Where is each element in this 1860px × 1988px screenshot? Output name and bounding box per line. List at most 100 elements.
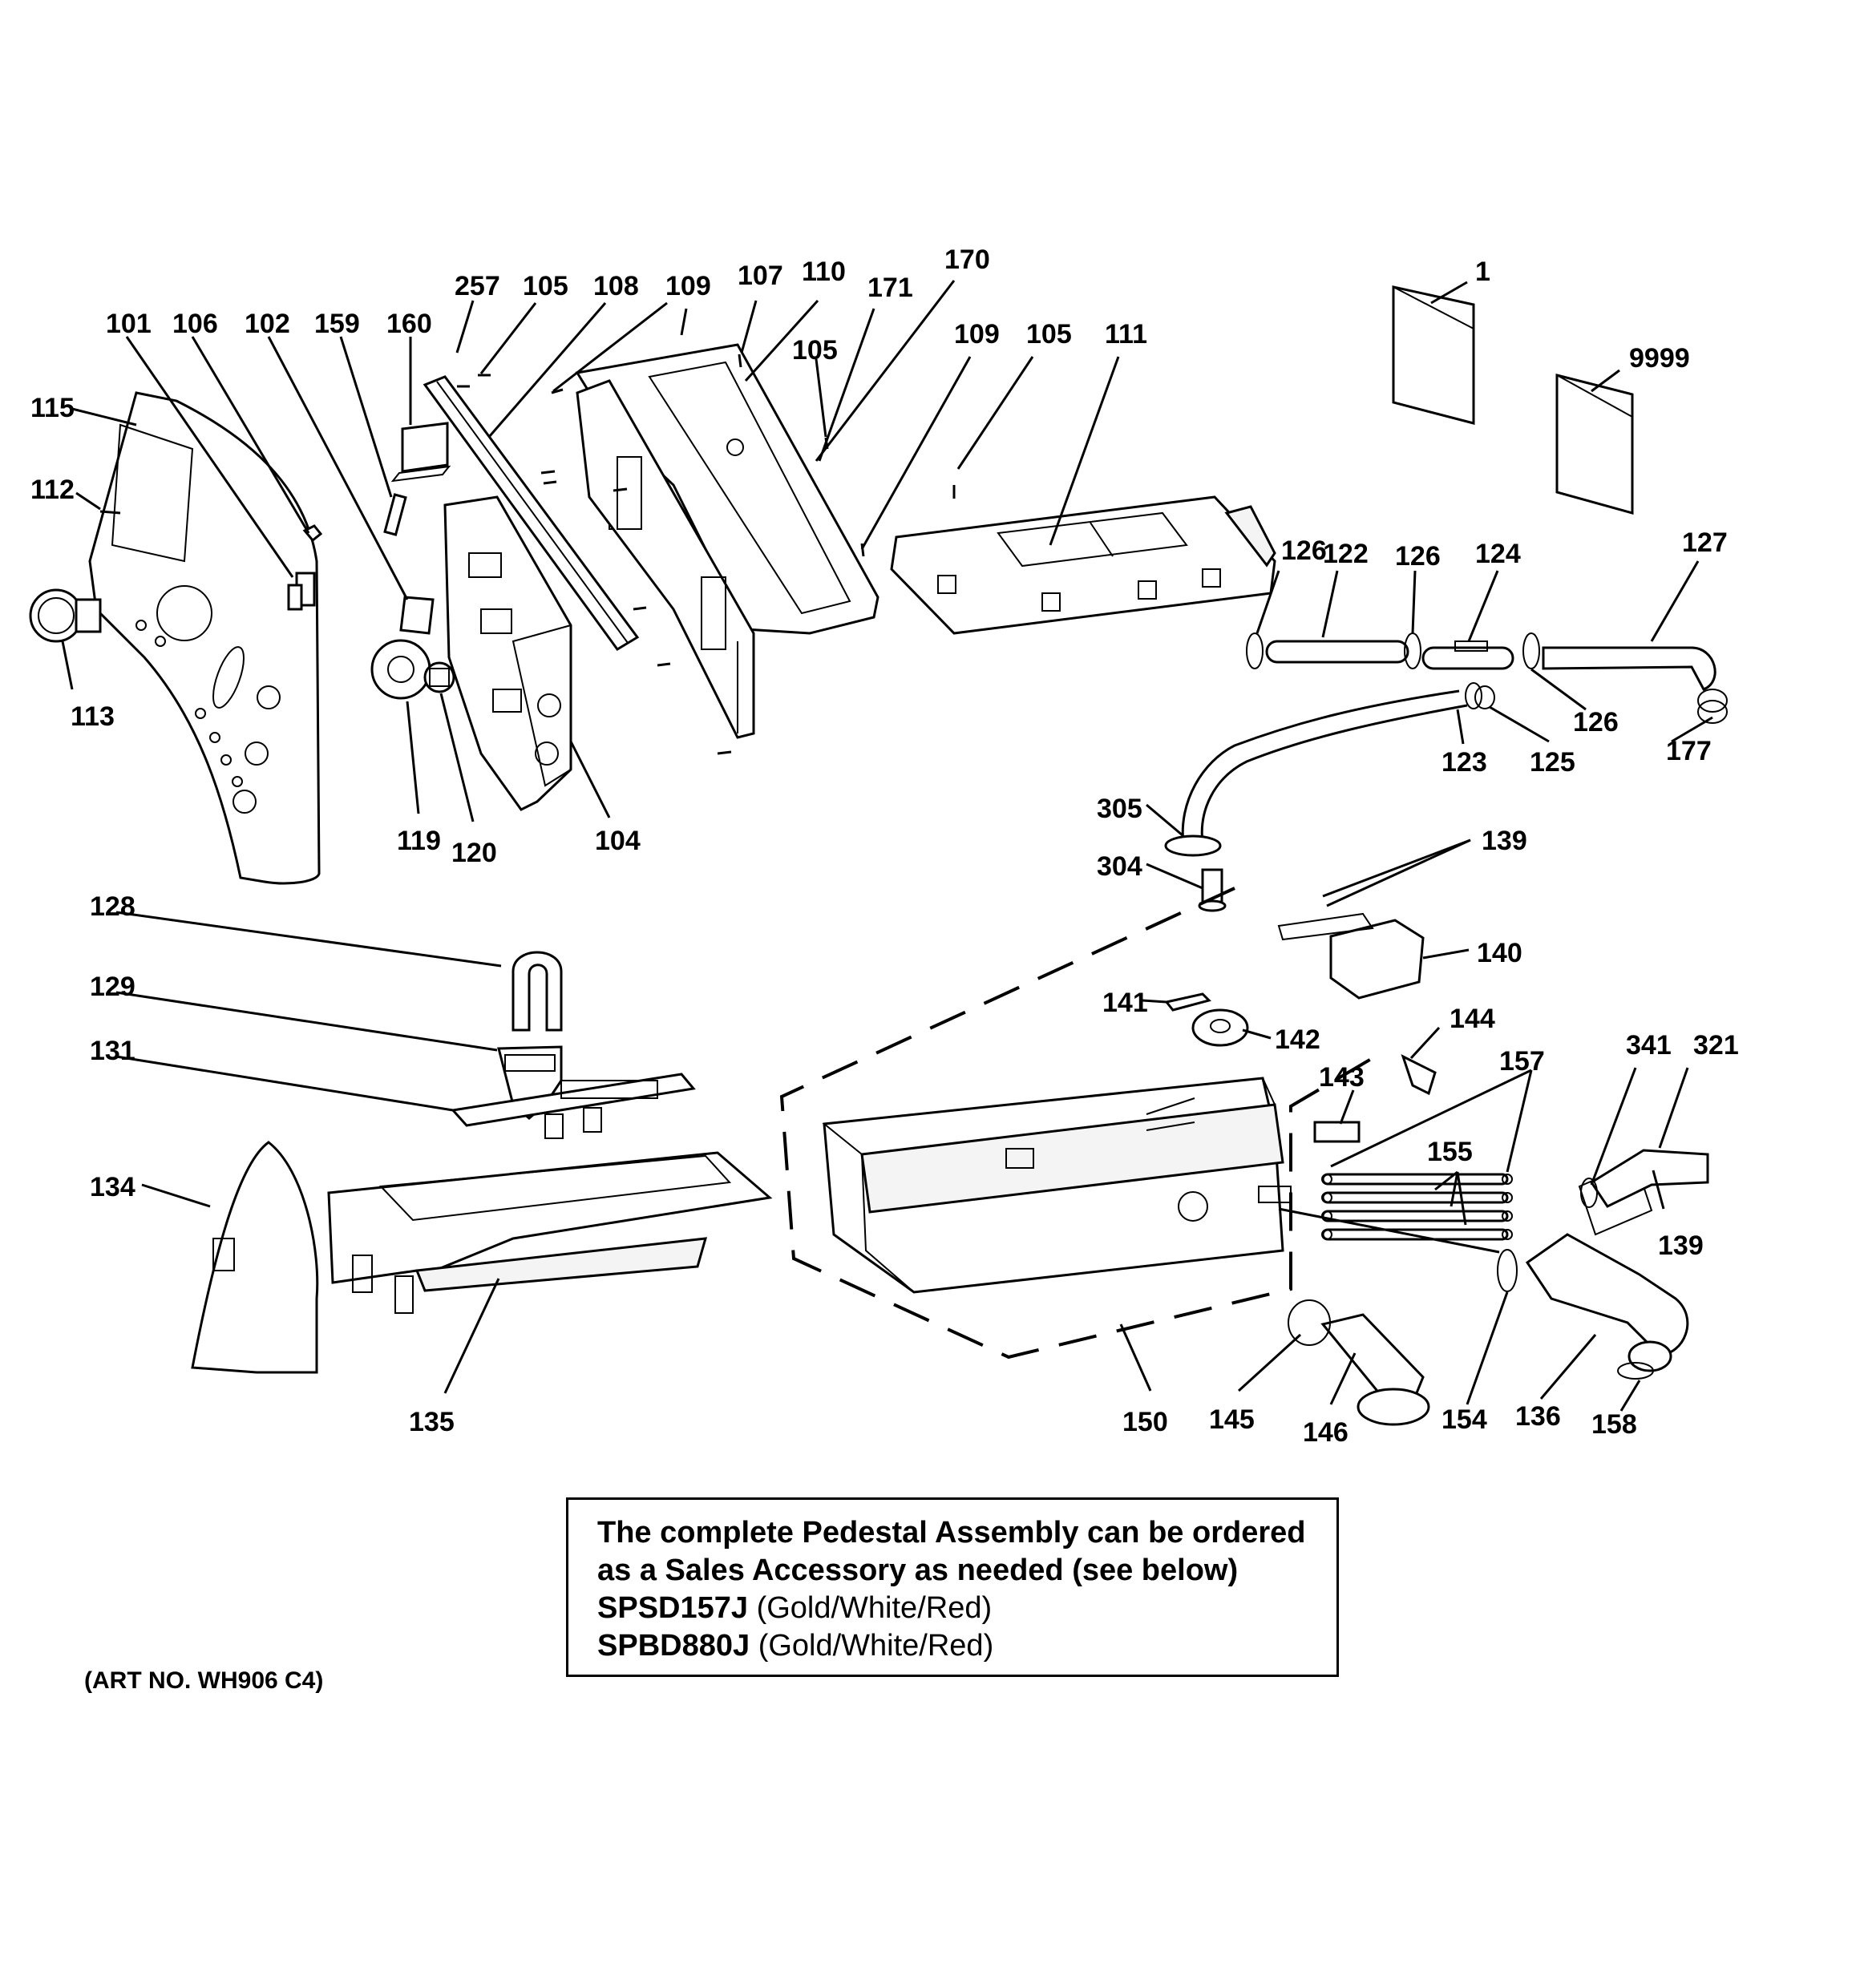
model-1-desc: (Gold/White/Red) xyxy=(756,1591,993,1625)
hose-136 xyxy=(1525,1161,1689,1372)
tubes-155 xyxy=(1321,1173,1509,1241)
label-160: 160 xyxy=(386,309,432,339)
screws xyxy=(457,354,956,755)
label-128: 128 xyxy=(90,891,135,922)
label-104: 104 xyxy=(595,826,641,856)
hose-321 xyxy=(1589,1149,1709,1208)
label-143: 143 xyxy=(1319,1062,1365,1093)
label-341: 341 xyxy=(1626,1030,1672,1061)
pedestal-panel-134 xyxy=(191,1141,319,1374)
part-144 xyxy=(1401,1054,1437,1096)
connector-124 xyxy=(1421,640,1514,670)
label-1: 1 xyxy=(1475,257,1490,287)
label-120: 120 xyxy=(451,838,497,868)
label-304: 304 xyxy=(1097,851,1142,882)
board-160 xyxy=(390,422,451,483)
label-124: 124 xyxy=(1475,539,1521,569)
label-101: 101 xyxy=(106,309,152,339)
encoder-102 xyxy=(399,596,435,635)
label-141: 141 xyxy=(1102,988,1148,1018)
label-145: 145 xyxy=(1209,1404,1255,1435)
label-107: 107 xyxy=(738,261,783,291)
label-321: 321 xyxy=(1693,1030,1739,1061)
fitting-143 xyxy=(1313,1121,1361,1143)
literature-1 xyxy=(1392,285,1475,425)
ui-board-104 xyxy=(443,495,572,811)
label-131: 131 xyxy=(90,1036,135,1066)
knob-113 xyxy=(29,588,102,643)
part-labels: 1 9999 115 112 113 101 106 102 159 160 2… xyxy=(30,244,1739,1448)
drawer-body-135 xyxy=(327,1151,773,1314)
label-111: 111 xyxy=(1105,319,1147,350)
label-126c: 126 xyxy=(1573,707,1619,737)
label-134: 134 xyxy=(90,1172,135,1202)
side-bracket-109 xyxy=(576,379,755,739)
label-139b: 139 xyxy=(1658,1230,1704,1261)
screw-112 xyxy=(99,510,121,515)
label-157: 157 xyxy=(1499,1046,1545,1077)
label-122: 122 xyxy=(1323,539,1369,569)
hose-122 xyxy=(1265,640,1409,664)
leader-lines xyxy=(61,280,1713,1412)
part-141 xyxy=(1164,992,1211,1012)
label-154: 154 xyxy=(1442,1404,1487,1435)
fill-hose-123 xyxy=(1181,682,1482,844)
label-155: 155 xyxy=(1427,1137,1473,1167)
clamp-177 xyxy=(1697,689,1728,724)
label-158: 158 xyxy=(1591,1409,1637,1440)
label-115: 115 xyxy=(30,393,75,423)
model-2-desc: (Gold/White/Red) xyxy=(758,1629,994,1663)
label-125: 125 xyxy=(1530,747,1575,778)
label-105c: 105 xyxy=(1026,319,1072,350)
clamp-145 xyxy=(1288,1299,1331,1346)
label-119: 119 xyxy=(397,826,441,856)
knob-120 xyxy=(423,661,455,693)
art-number: (ART NO. WH906 C4) xyxy=(84,1667,324,1694)
label-110: 110 xyxy=(802,257,846,287)
note-model-1: SPSD157J (Gold/White/Red) xyxy=(597,1590,1308,1627)
valve-140 xyxy=(1277,912,1425,1000)
label-146: 146 xyxy=(1303,1417,1348,1448)
label-126b: 126 xyxy=(1395,541,1441,572)
dispenser-assembly-150 xyxy=(779,887,1374,1360)
label-123: 123 xyxy=(1442,747,1487,778)
clamp-154 xyxy=(1497,1249,1518,1292)
note-line-1: The complete Pedestal Assembly can be or… xyxy=(597,1516,1306,1550)
clamps-157 xyxy=(1321,1174,1513,1240)
label-113: 113 xyxy=(71,701,115,732)
clamp-341 xyxy=(1580,1178,1598,1208)
part-142 xyxy=(1191,1008,1249,1047)
label-102: 102 xyxy=(245,309,290,339)
clamp-158 xyxy=(1617,1362,1654,1380)
label-108: 108 xyxy=(593,271,639,301)
label-136: 136 xyxy=(1515,1401,1561,1432)
model-1-number: SPSD157J xyxy=(597,1591,749,1625)
label-139a: 139 xyxy=(1482,826,1527,856)
label-171: 171 xyxy=(867,273,913,303)
literature-9999 xyxy=(1555,374,1634,515)
label-127: 127 xyxy=(1682,527,1728,558)
model-2-number: SPBD880J xyxy=(597,1629,750,1663)
control-panel-115 xyxy=(88,391,321,885)
label-105a: 105 xyxy=(523,271,568,301)
note-model-2: SPBD880J (Gold/White/Red) xyxy=(597,1627,1308,1665)
pedestal-assembly-note: The complete Pedestal Assembly can be or… xyxy=(566,1497,1339,1677)
tray-cover-131 xyxy=(451,1073,696,1139)
label-159: 159 xyxy=(314,309,360,339)
label-106: 106 xyxy=(172,309,218,339)
label-305: 305 xyxy=(1097,794,1142,824)
hinge-128 xyxy=(512,951,563,1032)
grommet-305 xyxy=(1164,834,1222,857)
label-112: 112 xyxy=(30,475,75,505)
note-line-2: as a Sales Accessory as needed (see belo… xyxy=(597,1554,1239,1587)
spring-106 xyxy=(302,524,323,543)
label-126a: 126 xyxy=(1281,535,1327,566)
label-177: 177 xyxy=(1666,736,1712,766)
switch-101 xyxy=(287,572,316,611)
label-140: 140 xyxy=(1477,938,1522,968)
encoder-119 xyxy=(370,639,431,700)
label-9999: 9999 xyxy=(1629,343,1690,374)
hose-127 xyxy=(1542,646,1716,691)
